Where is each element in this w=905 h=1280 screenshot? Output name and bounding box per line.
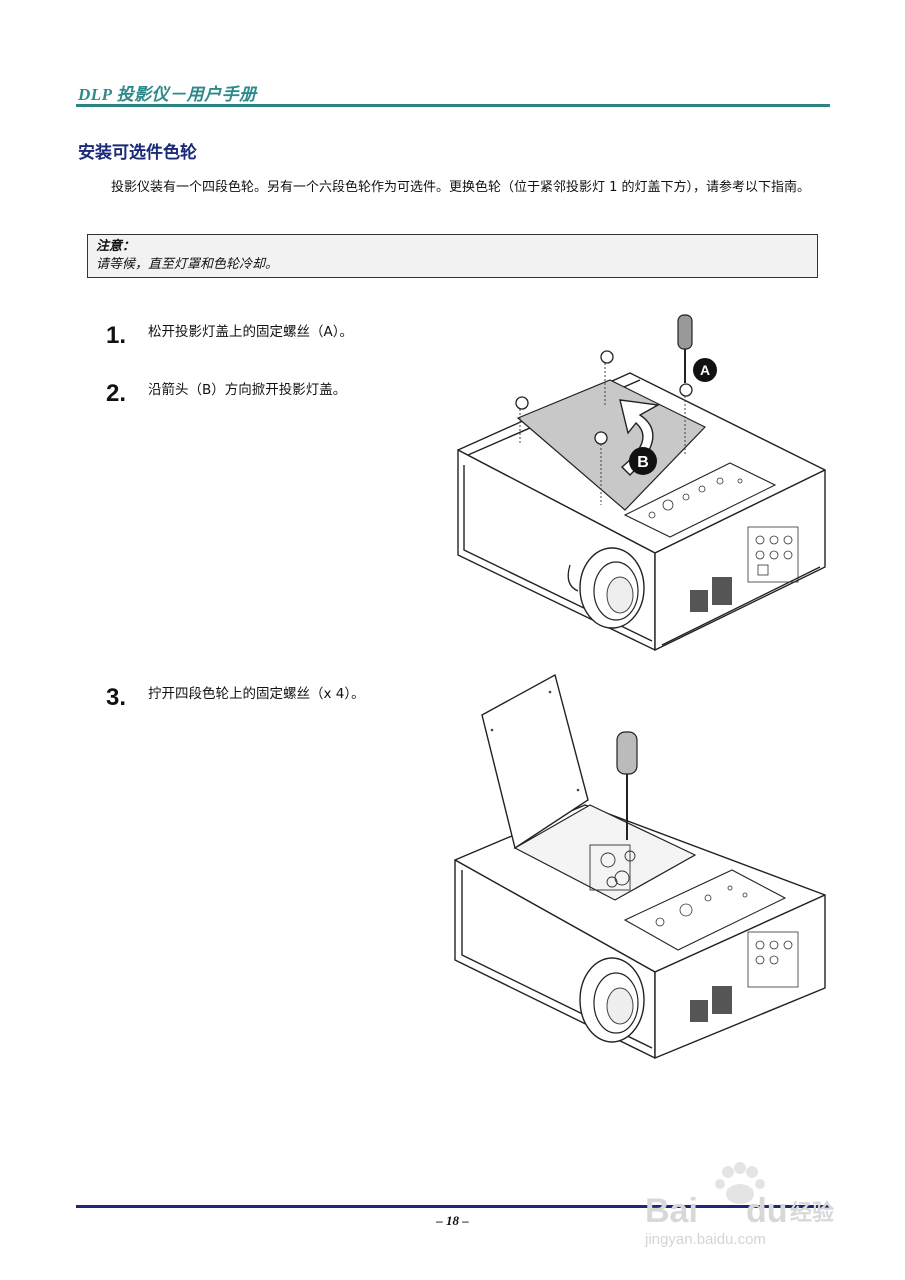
lens [567, 547, 645, 629]
step-number: 3. [106, 684, 127, 711]
callout-a: A [693, 358, 717, 382]
projector-figure-1: A B [457, 314, 826, 651]
step-text: 沿箭头（B）方向掀开投影灯盖。 [148, 382, 347, 398]
step-text: 拧开四段色轮上的固定螺丝（x 4）。 [148, 686, 365, 702]
step-number: 1. [106, 322, 127, 349]
svg-text:B: B [637, 454, 649, 471]
svg-text:A: A [700, 362, 710, 378]
note-text: 请等候，直至灯罩和色轮冷却。 [96, 257, 279, 272]
page-number: – 18 – [436, 1213, 469, 1228]
opened-lamp-cover [481, 673, 589, 850]
lamp-cover [516, 379, 707, 511]
svg-text:du: du [746, 1192, 788, 1230]
svg-text:经验: 经验 [790, 1200, 834, 1226]
callout-b: B [629, 447, 657, 475]
screwdriver-icon [677, 314, 693, 383]
note-title: 注意： [96, 239, 136, 254]
step-number: 2. [106, 380, 127, 407]
svg-text:Bai: Bai [645, 1192, 698, 1230]
step-text: 松开投影灯盖上的固定螺丝（A）。 [148, 324, 353, 340]
header-rule [76, 104, 830, 107]
header-title: DLP 投影仪－用户手册 [78, 85, 257, 104]
footer-rule [76, 1205, 830, 1208]
intro-paragraph: 投影仪装有一个四段色轮。另有一个六段色轮作为可选件。更换色轮（位于紧邻投影灯 1… [111, 180, 811, 195]
baidu-watermark-logo: Bai du 经验 jingyan.baidu.com [644, 1162, 834, 1248]
note-box: 注意： 请等候，直至灯罩和色轮冷却。 [87, 234, 818, 278]
section-title: 安装可选件色轮 [78, 143, 197, 163]
screwdriver-icon [616, 731, 638, 840]
projector-figure-2 [454, 673, 826, 1059]
svg-text:jingyan.baidu.com: jingyan.baidu.com [644, 1231, 766, 1248]
